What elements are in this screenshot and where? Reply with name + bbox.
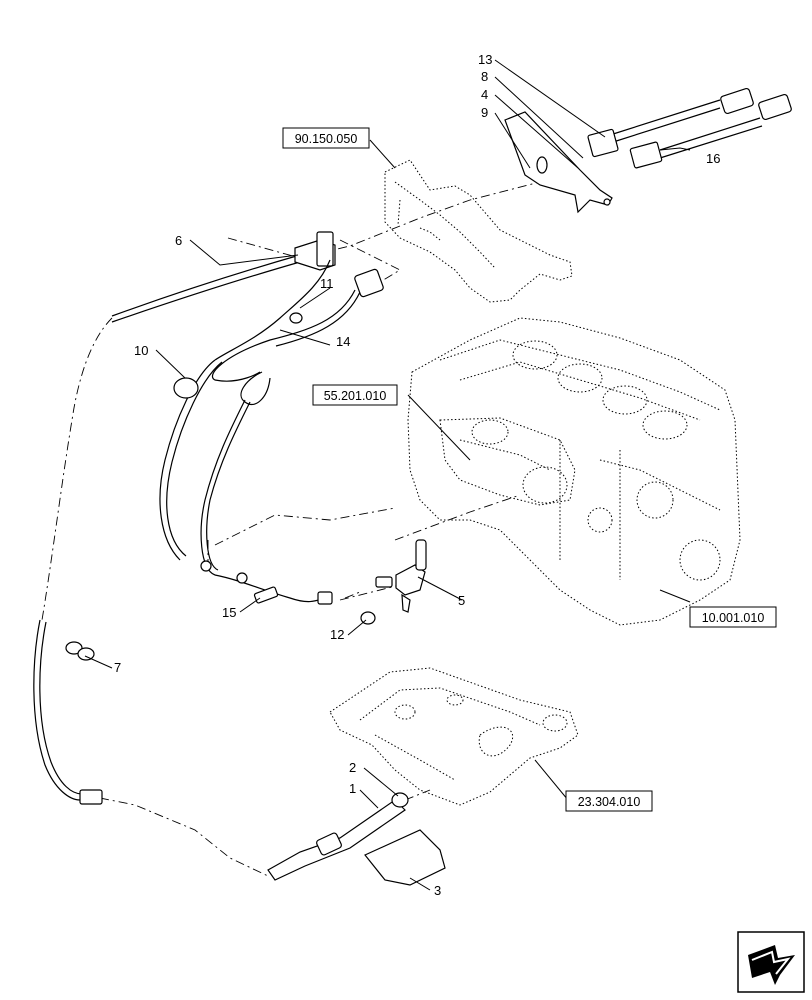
- callouts: 13 8 4 9 16 6 11 14 10 5 15 12 7 2 1 3: [114, 52, 720, 898]
- next-page-arrow-icon[interactable]: [737, 931, 805, 993]
- fasteners: [253, 586, 376, 625]
- callout-1: 1: [349, 781, 356, 796]
- ref-box-90-150-050: [282, 127, 370, 149]
- connector-harness: [587, 87, 792, 169]
- callout-5: 5: [458, 593, 465, 608]
- callout-8: 8: [481, 69, 488, 84]
- callout-7: 7: [114, 660, 121, 675]
- ref-box-23-304-010: [565, 790, 653, 812]
- callout-14: 14: [336, 334, 350, 349]
- ref-box-55-201-010: [312, 384, 398, 406]
- wiring-harness: [159, 259, 384, 605]
- leader-lines: [84, 59, 691, 891]
- callout-12: 12: [330, 627, 344, 642]
- dipstick-tube: [267, 792, 446, 886]
- ref-label-10-001-010: 10.001.010: [702, 611, 765, 625]
- assembly-lines: [41, 181, 541, 877]
- starter-motor: [439, 417, 576, 506]
- engine-block-outline: [407, 317, 741, 626]
- ref-label-55-201-010: 55.201.010: [324, 389, 387, 403]
- callout-16: 16: [706, 151, 720, 166]
- callout-2: 2: [349, 760, 356, 775]
- ref-label-90-150-050: 90.150.050: [295, 132, 358, 146]
- callout-6: 6: [175, 233, 182, 248]
- callout-15: 15: [222, 605, 236, 620]
- sensor-assembly: [375, 539, 427, 613]
- callout-11: 11: [320, 276, 334, 291]
- clamps: [65, 312, 303, 661]
- callout-13: 13: [478, 52, 492, 67]
- ref-box-10-001-010: [689, 606, 777, 628]
- reference-boxes: 90.150.050 55.201.010 10.001.010 23.304.…: [282, 127, 777, 812]
- callout-10: 10: [134, 343, 148, 358]
- plate-bracket: [504, 111, 613, 214]
- mounting-bracket-outline: [384, 159, 573, 303]
- oil-pan-outline: [329, 667, 579, 806]
- callout-4: 4: [481, 87, 488, 102]
- callout-3: 3: [434, 883, 441, 898]
- callout-9: 9: [481, 105, 488, 120]
- ref-label-23-304-010: 23.304.010: [578, 795, 641, 809]
- hose-assembly: [33, 231, 336, 805]
